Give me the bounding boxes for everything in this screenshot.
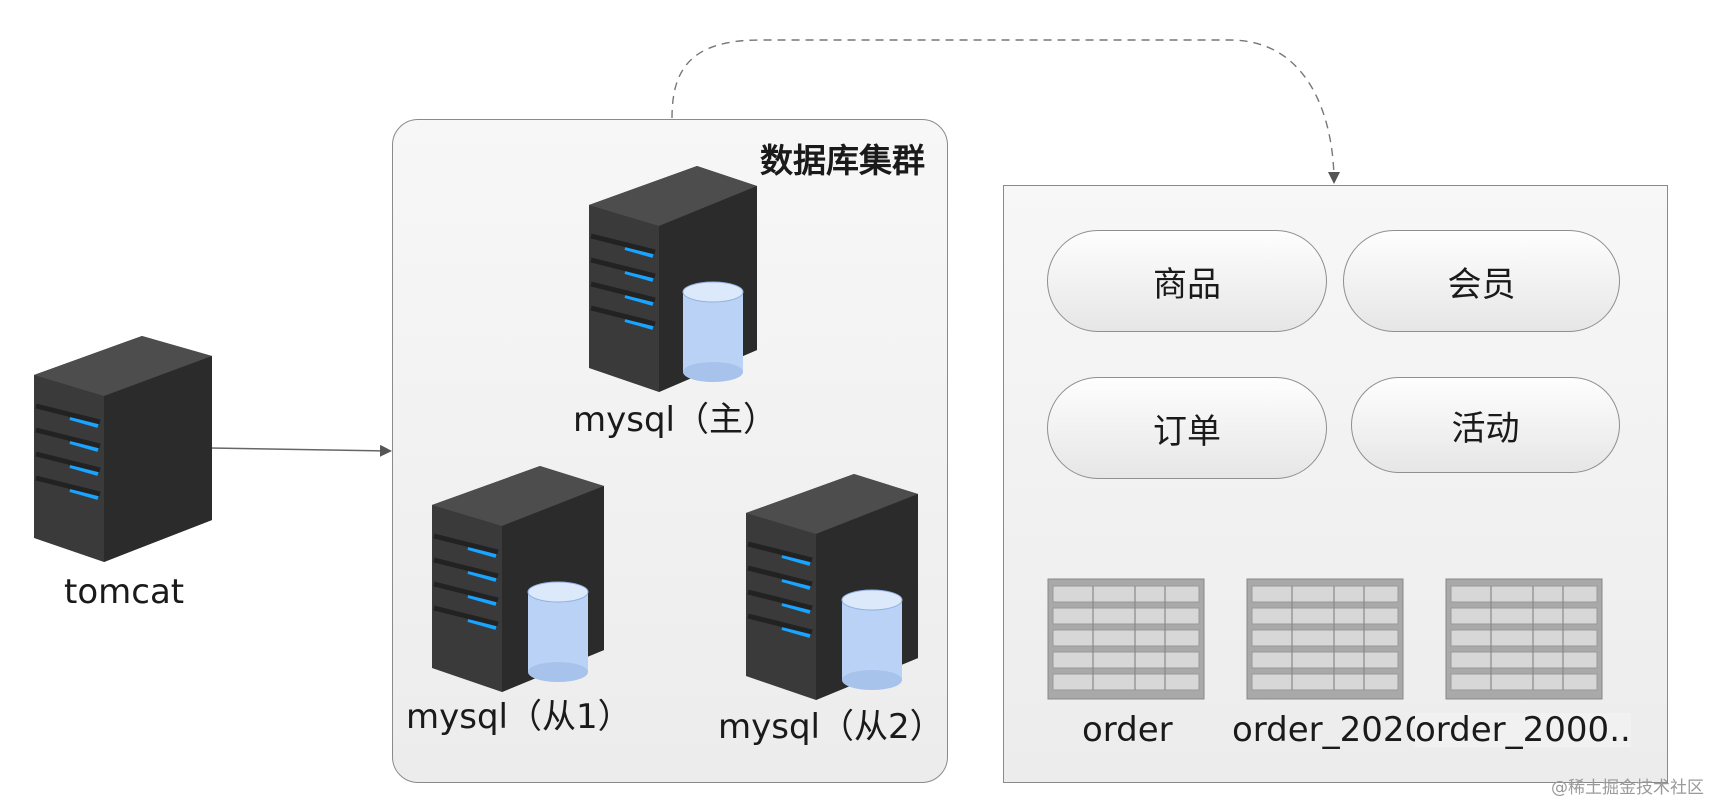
mysql-master-label: mysql（主） (573, 400, 777, 440)
table-label-order: order (1082, 710, 1173, 750)
database-cylinder-icon (682, 281, 744, 382)
mysql-slave1-label: mysql（从1） (406, 697, 632, 737)
order-2020-table-icon (1246, 578, 1404, 700)
mysql-master-server-icon (589, 166, 757, 392)
cluster-to-schemas-dashed-arrow (671, 39, 1340, 184)
cluster-title: 数据库集群 (760, 141, 925, 180)
database-cylinder-icon (527, 581, 589, 682)
order-table-icon (1047, 578, 1205, 700)
schema-pill-member: 会员 (1343, 230, 1620, 332)
schema-pill-goods: 商品 (1047, 230, 1327, 332)
tomcat-label: tomcat (64, 572, 185, 612)
mysql-slave2-server-icon (746, 474, 918, 700)
schema-pill-activity: 活动 (1351, 377, 1620, 473)
schema-pill-order: 订单 (1047, 377, 1327, 479)
watermark: @稀土掘金技术社区 (1551, 778, 1704, 798)
tomcat-server-icon (34, 336, 212, 562)
mysql-slave2-label: mysql（从2） (718, 707, 944, 747)
database-cylinder-icon (841, 589, 903, 690)
mysql-slave1-server-icon (432, 466, 604, 692)
table-label-order-2020: order_2020 (1232, 710, 1427, 750)
tomcat-to-cluster-arrow (209, 444, 392, 457)
table-label-order-2000: order_2000.. (1415, 710, 1631, 750)
order-2000-table-icon (1445, 578, 1603, 700)
